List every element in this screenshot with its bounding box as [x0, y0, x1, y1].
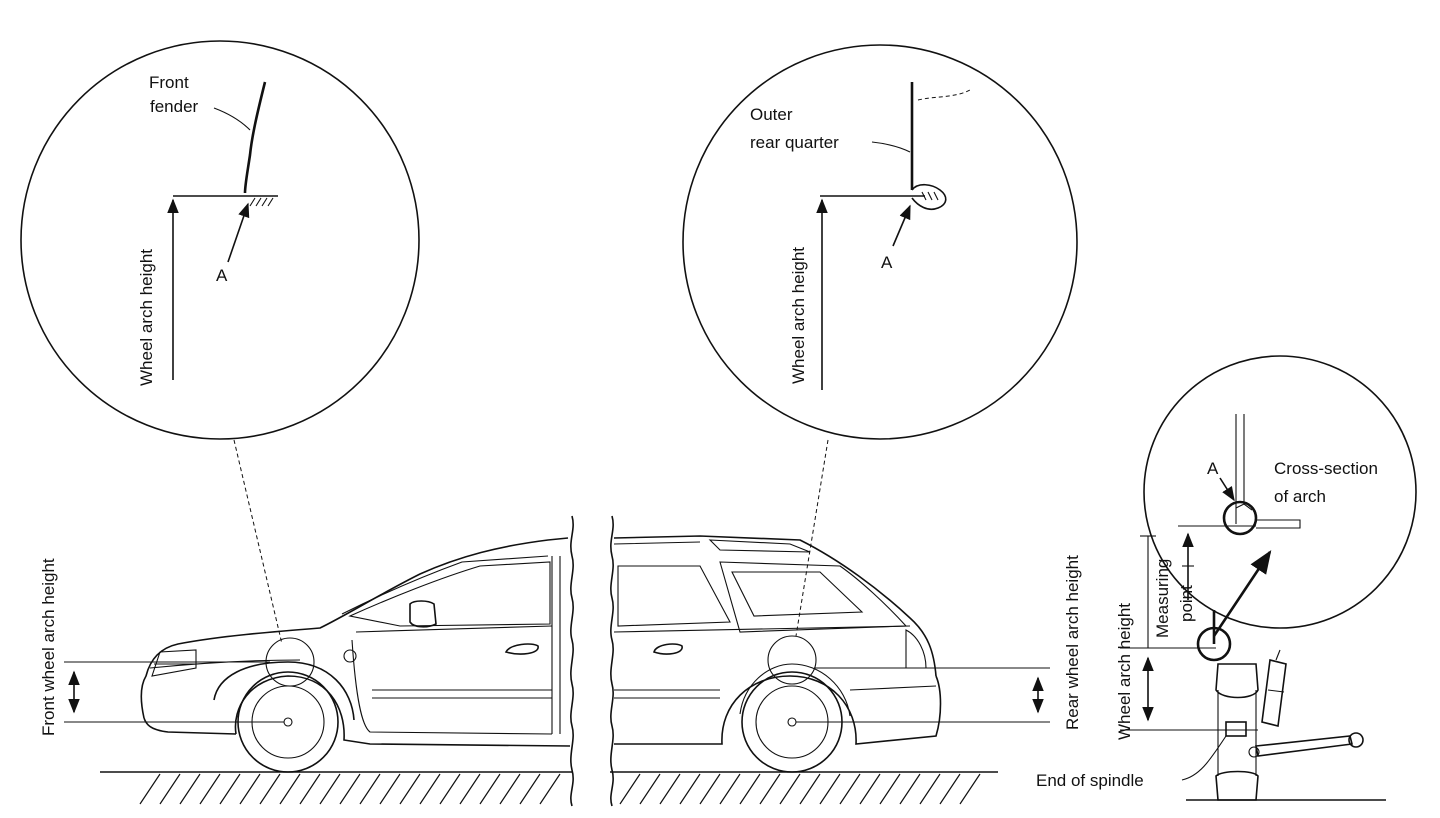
measuring-point-label-line2: point	[1177, 585, 1196, 622]
car-front-half	[100, 515, 574, 807]
outer-rear-quarter-label-line2: rear quarter	[750, 133, 839, 152]
measuring-point-label: Measuring	[1153, 559, 1172, 638]
side-wheel-arch-height-label: Wheel arch height	[1115, 603, 1134, 740]
car-rear-half	[610, 515, 998, 807]
rear-wheel-arch-height-dim-label: Rear wheel arch height	[1063, 555, 1082, 730]
cross-section-label: Cross-section	[1274, 459, 1378, 478]
rear-detail-magnifier: Outer rear quarter A Wheel arch height	[682, 44, 1078, 440]
front-detail-magnifier: Front fender A Wheel arch height	[20, 40, 420, 440]
front-wheel-arch-height-label: Wheel arch height	[137, 249, 156, 386]
outer-rear-quarter-label: Outer	[750, 105, 793, 124]
front-height-dimension: Front wheel arch height	[39, 558, 284, 736]
front-fender-label-line2: fender	[150, 97, 199, 116]
front-point-a-label: A	[216, 266, 228, 285]
rear-wheel-arch-height-label: Wheel arch height	[789, 247, 808, 384]
suspension-side-view: Measuring point Wheel arch height End of…	[1036, 535, 1386, 801]
rear-point-a-label: A	[881, 253, 893, 272]
cross-section-point-a-label: A	[1207, 459, 1219, 478]
front-fender-label: Front	[149, 73, 189, 92]
rear-height-dimension: Rear wheel arch height	[796, 555, 1082, 730]
cross-section-label-line2: of arch	[1274, 487, 1326, 506]
front-magnifier-connector	[233, 439, 283, 645]
cross-section-detail: A Cross-section of arch	[1143, 355, 1417, 637]
front-wheel-arch-height-dim-label: Front wheel arch height	[39, 558, 58, 736]
rear-magnifier-connector	[795, 439, 829, 637]
end-of-spindle-label: End of spindle	[1036, 771, 1144, 790]
